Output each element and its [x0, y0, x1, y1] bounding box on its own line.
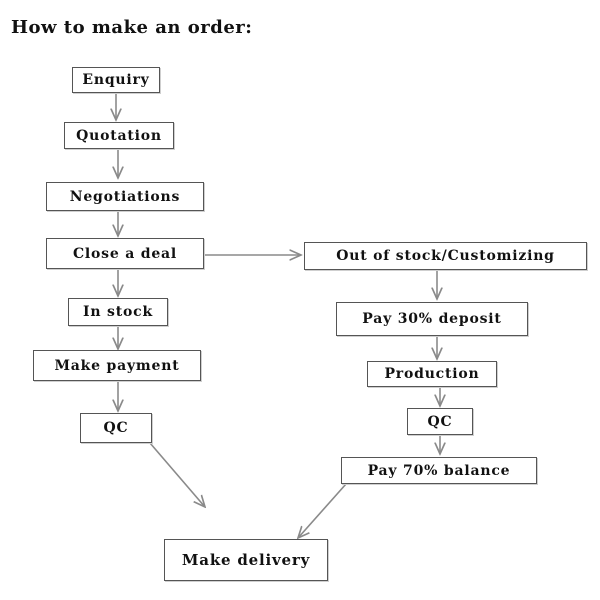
arrow-qc-to-make-delivery — [149, 442, 205, 507]
step-quotation: Quotation — [64, 122, 174, 149]
step-qc-left: QC — [80, 413, 152, 443]
step-qc-right: QC — [407, 408, 473, 435]
step-enquiry: Enquiry — [72, 67, 160, 93]
step-production: Production — [367, 361, 497, 387]
step-close-deal: Close a deal — [46, 238, 204, 269]
step-negotiations: Negotiations — [46, 182, 204, 211]
page-title: How to make an order: — [11, 17, 253, 38]
step-make-payment: Make payment — [33, 350, 201, 381]
step-out-of-stock-customizing: Out of stock/Customizing — [304, 242, 587, 270]
step-make-delivery: Make delivery — [164, 539, 328, 581]
step-pay-30-deposit: Pay 30% deposit — [336, 302, 528, 336]
step-in-stock: In stock — [68, 298, 168, 326]
step-pay-70-balance: Pay 70% balance — [341, 457, 537, 484]
arrow-balance-to-make-delivery — [298, 483, 347, 538]
